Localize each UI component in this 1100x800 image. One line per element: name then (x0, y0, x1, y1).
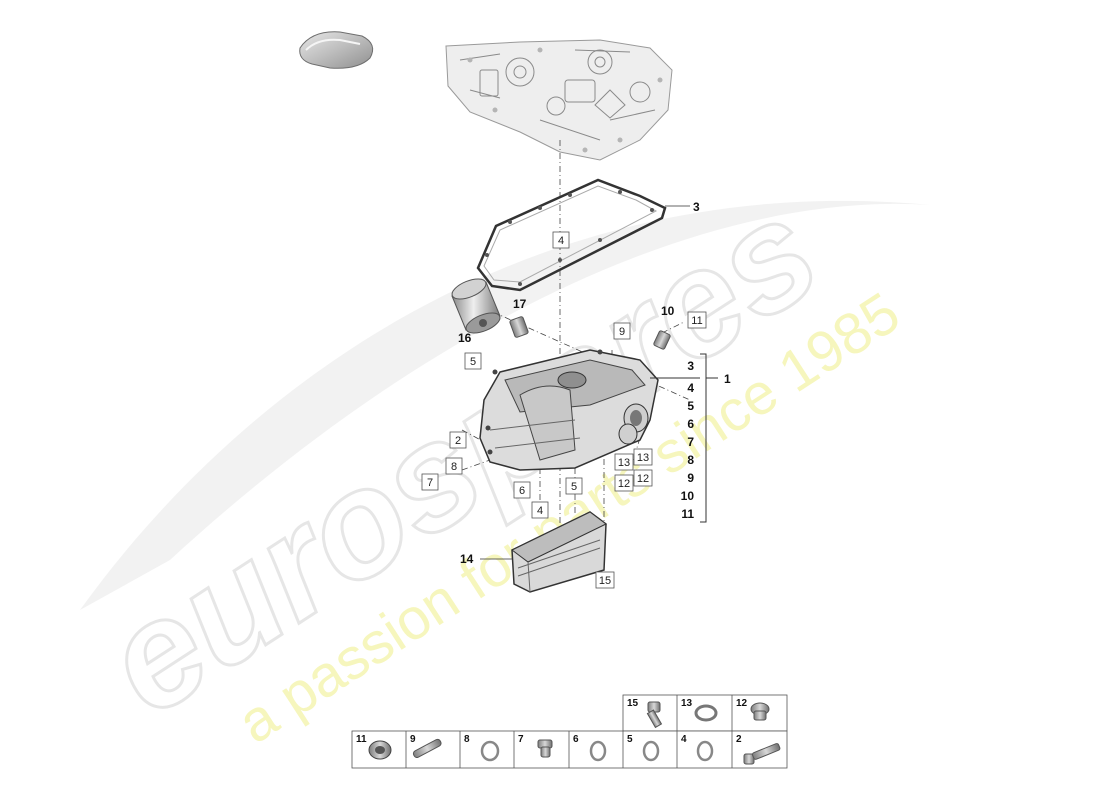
parts-cell-number: 9 (410, 734, 416, 745)
plug-icon (750, 702, 770, 721)
seal-ring-icon (480, 740, 500, 762)
callout-gasket: 3 (693, 200, 700, 214)
box-label: 12 (637, 473, 649, 485)
box-label: 2 (455, 435, 461, 447)
parts-cell-number: 11 (356, 734, 367, 745)
oil-pan-gasket-icon (476, 178, 690, 292)
assembly-item: 8 (687, 453, 694, 467)
parts-cell-number: 7 (518, 734, 524, 745)
box-label: 9 (619, 326, 625, 338)
seal-ring-icon (589, 740, 607, 762)
parts-cell-number: 6 (573, 734, 579, 745)
box-label: 6 (519, 485, 525, 497)
boxed-callouts (421, 231, 707, 589)
box-label: 13 (637, 452, 649, 464)
parts-cell-number: 2 (736, 734, 742, 745)
assembly-item: 4 (687, 381, 694, 395)
box-label: 12 (618, 478, 630, 490)
box-label: 11 (691, 315, 702, 327)
parts-cell-number: 12 (736, 698, 748, 709)
seal-ring-icon (696, 740, 714, 762)
bolt-icon (646, 701, 663, 729)
box-label: 8 (451, 461, 457, 473)
callout-oil-filter: 16 (458, 331, 472, 345)
parts-cell-number: 13 (681, 698, 693, 709)
oil-cooler-icon (480, 511, 607, 593)
oil-cap-icon (299, 31, 374, 69)
watermark-brand: eurospares (76, 165, 846, 746)
assembly-list: 3 4 5 6 7 8 9 10 11 (681, 359, 695, 521)
assembly-item: 10 (681, 489, 695, 503)
parts-cell-number: 15 (627, 698, 639, 709)
box-label: 5 (571, 481, 577, 493)
parts-cell-number: 5 (627, 734, 633, 745)
assembly-item: 7 (687, 435, 694, 449)
screw-plug-icon (537, 739, 553, 758)
drain-plug-icon (653, 330, 671, 350)
bolt-icon (743, 743, 781, 765)
oil-filter-icon (451, 278, 501, 334)
engine-block-icon (445, 39, 673, 161)
assembly-item: 11 (681, 507, 694, 521)
dowel-pin-icon (412, 738, 442, 759)
seal-ring-icon (642, 740, 660, 762)
box-label: 15 (599, 575, 611, 587)
box-label: 4 (537, 505, 543, 517)
callout-drain-plug: 10 (661, 304, 675, 318)
parts-table: 15 13 12 11 9 8 7 6 5 4 2 (351, 694, 788, 769)
callout-sump-assembly: 1 (724, 372, 731, 386)
assembly-item: 6 (687, 417, 694, 431)
box-label: 13 (618, 457, 630, 469)
filter-bolt-icon (509, 316, 529, 338)
box-label: 4 (558, 235, 564, 247)
assembly-item: 9 (687, 471, 694, 485)
callout-filter-bolt: 17 (513, 297, 527, 311)
boxed-callout-labels: 4 11 9 5 2 8 7 6 5 4 13 13 12 12 15 (427, 235, 703, 587)
oil-sump-icon (479, 349, 659, 471)
seal-ring-icon (694, 704, 718, 722)
box-label: 7 (427, 477, 433, 489)
assembly-item: 5 (687, 399, 694, 413)
assembly-item: 3 (687, 359, 694, 373)
box-label: 5 (470, 356, 476, 368)
bushing-icon (368, 740, 392, 760)
assembly-bracket (650, 353, 718, 523)
callout-oil-cooler: 14 (460, 552, 474, 566)
parts-cell-number: 8 (464, 734, 470, 745)
parts-cell-number: 4 (681, 734, 687, 745)
watermark-swoosh (80, 200, 930, 610)
